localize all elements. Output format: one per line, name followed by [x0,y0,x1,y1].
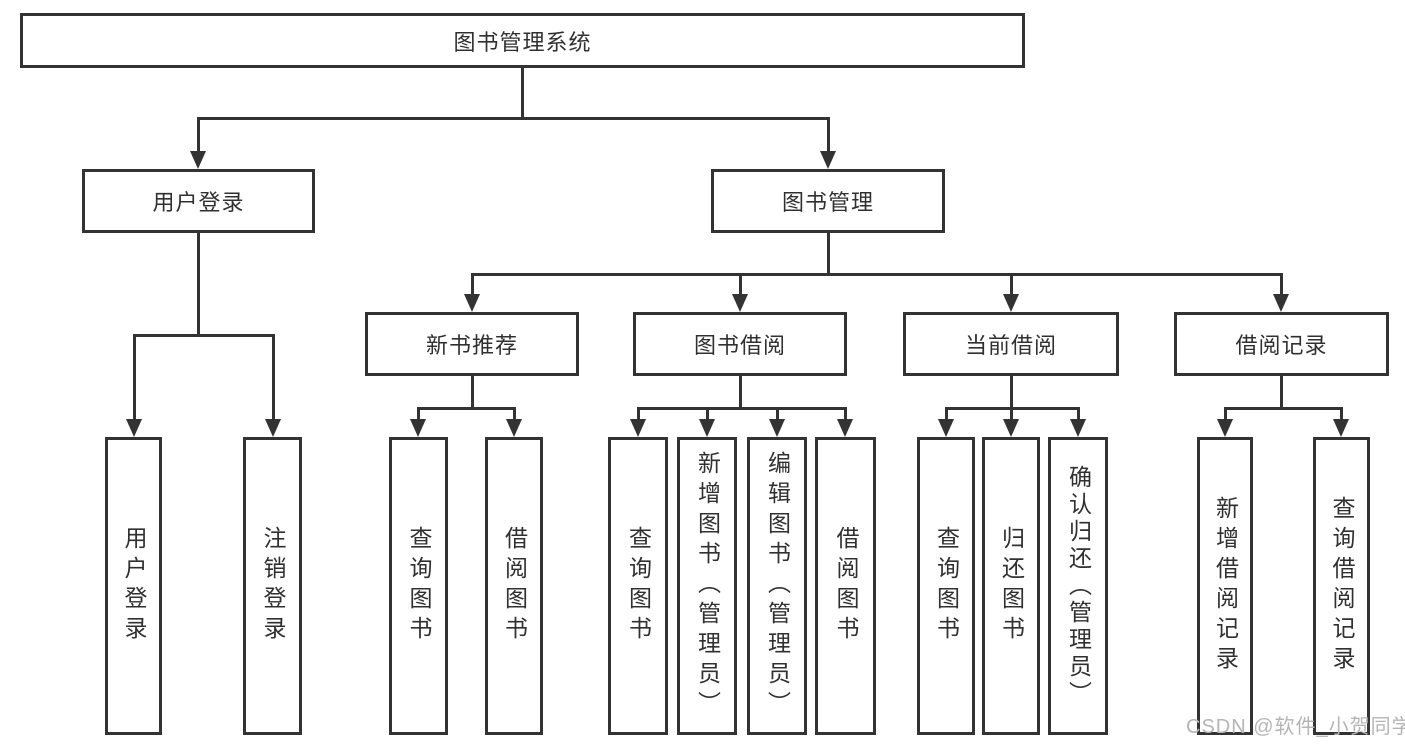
connector-line [521,68,524,120]
connector-line [471,273,1283,276]
leaf-edit-books-admin: 编辑图书（管理员） [747,437,807,735]
leaf-rec-borrow-books-label: 借阅图书 [501,526,528,646]
connector-line [513,407,516,419]
connector-line [637,407,847,410]
connector-line [1224,407,1227,419]
leaf-query-borrow-record: 查询借阅记录 [1313,437,1370,735]
connector-line [945,407,948,419]
node-user-login-label: 用户登录 [152,190,245,215]
node-book-management-label: 图书管理 [781,190,874,215]
arrow-down-icon [265,419,281,437]
leaf-confirm-return-admin: 确认归还（管理员） [1048,437,1108,735]
connector-line [739,273,742,294]
leaf-add-books-admin-label: 新增图书（管理员） [694,451,721,721]
arrow-down-icon [938,419,954,437]
arrow-down-icon [506,419,522,437]
connector-line [197,117,830,120]
arrow-down-icon [1003,294,1019,312]
leaf-rec-query-books: 查询图书 [389,437,448,735]
leaf-rec-query-books-label: 查询图书 [406,526,432,646]
connector-line [827,117,830,151]
leaf-add-borrow-record: 新增借阅记录 [1197,437,1253,735]
connector-line [1077,407,1080,419]
arrow-down-icon [1273,294,1289,312]
leaf-lend-books: 借阅图书 [815,437,876,735]
connector-line [417,407,516,410]
arrow-down-icon [1333,419,1349,437]
connector-line [776,407,779,419]
leaf-add-books-admin: 新增图书（管理员） [677,437,737,735]
leaf-edit-books-admin-label: 编辑图书（管理员） [764,451,791,721]
connector-line [417,407,420,419]
node-root: 图书管理系统 [20,13,1025,68]
connector-line [844,407,847,419]
arrow-down-icon [699,419,715,437]
arrow-down-icon [1070,419,1086,437]
leaf-borrow-query-books-label: 查询图书 [625,526,652,646]
node-new-book-recommend-label: 新书推荐 [425,333,518,358]
leaf-logout-label: 注销登录 [260,526,286,646]
leaf-query-borrow-record-label: 查询借阅记录 [1329,496,1355,676]
connector-line [1280,376,1283,410]
leaf-lend-books-label: 借阅图书 [833,526,859,646]
arrow-down-icon [190,151,206,169]
node-current-borrow-label: 当前借阅 [964,333,1057,358]
node-book-borrow: 图书借阅 [633,312,847,376]
node-current-borrow: 当前借阅 [903,312,1119,376]
leaf-current-query-books-label: 查询图书 [933,526,960,646]
connector-line [827,233,830,276]
connector-line [1010,273,1013,294]
connector-line [471,273,474,294]
connector-line [1010,407,1013,419]
arrow-down-icon [1003,419,1019,437]
node-borrow-records-label: 借阅记录 [1235,333,1328,358]
arrow-down-icon [732,294,748,312]
leaf-confirm-return-admin-label: 确认归还（管理员） [1065,464,1092,708]
leaf-user-login: 用户登录 [105,437,162,735]
arrow-down-icon [410,419,426,437]
connector-line [1010,376,1013,410]
connector-line [637,407,640,419]
leaf-current-query-books: 查询图书 [917,437,975,735]
connector-line [197,233,200,337]
connector-line [133,334,136,419]
node-book-management: 图书管理 [711,169,945,233]
leaf-logout: 注销登录 [243,437,302,735]
arrow-down-icon [837,419,853,437]
leaf-user-login-label: 用户登录 [121,526,147,646]
connector-line [471,376,474,410]
leaf-rec-borrow-books: 借阅图书 [485,437,543,735]
connector-line [706,407,709,419]
connector-line [1280,273,1283,294]
csdn-watermark: CSDN @软件_小贺同学 [1186,716,1405,738]
arrow-down-icon [769,419,785,437]
connector-line [739,376,742,410]
leaf-return-books-label: 归还图书 [998,526,1025,646]
connector-line [197,117,200,151]
node-new-book-recommend: 新书推荐 [365,312,579,376]
arrow-down-icon [820,151,836,169]
connector-line [272,334,275,419]
leaf-add-borrow-record-label: 新增借阅记录 [1212,496,1239,676]
connector-line [1224,407,1343,410]
connector-line [133,334,275,337]
node-borrow-records: 借阅记录 [1174,312,1389,376]
node-user-login: 用户登录 [82,169,315,233]
leaf-borrow-query-books: 查询图书 [608,437,668,735]
leaf-return-books: 归还图书 [982,437,1040,735]
node-root-label: 图书管理系统 [453,29,592,55]
arrow-down-icon [126,419,142,437]
connector-line [1340,407,1343,419]
arrow-down-icon [1217,419,1233,437]
arrow-down-icon [630,419,646,437]
node-book-borrow-label: 图书借阅 [693,333,786,358]
arrow-down-icon [464,294,480,312]
